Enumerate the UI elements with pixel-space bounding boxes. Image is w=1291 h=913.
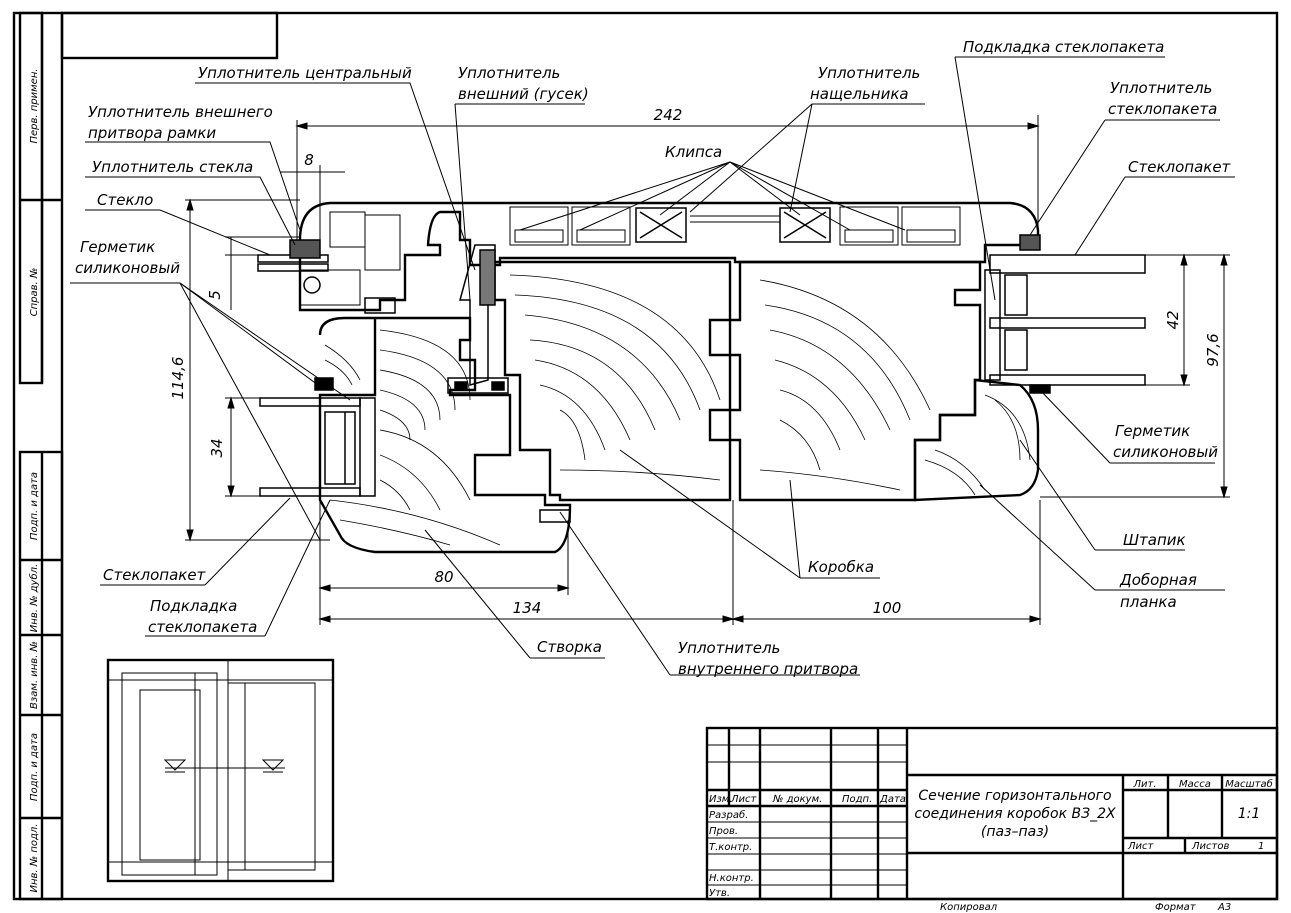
tb-title-line-3: (паз–паз) bbox=[981, 824, 1049, 840]
label-strike-seal-1: Уплотнитель bbox=[818, 64, 920, 82]
glazing-unit-left bbox=[259, 377, 376, 497]
label-bead: Штапик bbox=[1123, 531, 1186, 549]
top-stamp-box bbox=[60, 11, 279, 60]
plank-grain bbox=[924, 394, 1031, 496]
box-grain-right bbox=[759, 279, 931, 491]
sash-wood bbox=[318, 316, 572, 554]
dim-right-width: 100 bbox=[873, 599, 902, 617]
label-glass-seal: Уплотнитель стекла bbox=[92, 158, 253, 176]
tb-row-tkontr: Т.контр. bbox=[709, 842, 752, 853]
inner-seal bbox=[539, 509, 571, 523]
label-glazing-unit-left: Стеклопакет bbox=[103, 566, 207, 584]
side-stamp-top bbox=[18, 11, 62, 385]
stamp-podp-data-2: Подп. и дата bbox=[29, 733, 40, 801]
label-sealant-right-1: Герметик bbox=[1115, 422, 1190, 440]
side-stamp-bottom bbox=[18, 450, 64, 901]
label-glazing-seal-2: стеклопакета bbox=[1108, 100, 1217, 118]
extra-plank bbox=[913, 378, 1040, 502]
drawing-frame bbox=[12, 11, 1279, 901]
label-glazing-seal-1: Уплотнитель bbox=[1110, 79, 1212, 97]
dim-glazing-right: 42 bbox=[1164, 310, 1182, 329]
stamp-perv-primen: Перв. примен. bbox=[29, 68, 40, 143]
tb-title-line-2: соединения коробок ВЗ_2Х bbox=[914, 806, 1116, 822]
label-sealant-left-2: силиконовый bbox=[75, 259, 180, 277]
tb-mass: Масса bbox=[1179, 779, 1211, 790]
small-glass bbox=[257, 239, 329, 294]
label-inner-seal-2: внутреннего притвора bbox=[678, 660, 858, 678]
label-extra-plank-2: планка bbox=[1120, 593, 1177, 611]
tb-col-doc: № докум. bbox=[772, 794, 822, 805]
stamp-podp-data-1: Подп. и дата bbox=[29, 472, 40, 540]
dim-gap: 8 bbox=[304, 151, 314, 169]
glazing-unit-right bbox=[984, 234, 1146, 394]
label-ext-frame-seal-1: Уплотнитель внешнего bbox=[88, 103, 273, 121]
dim-height-right: 97,6 bbox=[1204, 333, 1222, 366]
label-sealant-left-1: Герметик bbox=[80, 238, 155, 256]
box-wood-right bbox=[708, 260, 982, 502]
tb-row-razrab: Разраб. bbox=[709, 809, 748, 821]
dimension-lines bbox=[185, 115, 1230, 625]
tb-lit: Лит. bbox=[1132, 779, 1156, 790]
tb-row-utv: Утв. bbox=[709, 888, 730, 899]
label-glazing-spacer-left-1: Подкладка bbox=[150, 597, 237, 615]
tb-row-nkontr: Н.контр. bbox=[709, 873, 754, 884]
box-grain-left bbox=[509, 274, 721, 481]
label-sash: Створка bbox=[537, 638, 602, 656]
tb-format: Формат bbox=[1155, 902, 1197, 913]
label-extra-plank-1: Доборная bbox=[1119, 571, 1197, 589]
box-wood-left bbox=[486, 260, 732, 502]
tb-format-value: А3 bbox=[1217, 902, 1231, 913]
tb-scale-header: Масштаб bbox=[1225, 778, 1273, 790]
tb-sheets: Листов bbox=[1191, 841, 1229, 852]
sash-grain bbox=[324, 329, 501, 546]
tb-sheet: Лист bbox=[1127, 841, 1155, 852]
central-seal bbox=[447, 244, 509, 394]
tb-col-sign: Подп. bbox=[842, 794, 872, 805]
dim-sash-width: 80 bbox=[434, 568, 453, 586]
stamp-inv-dubl: Инв. № дубл. bbox=[28, 564, 40, 632]
stamp-inv-podl: Инв. № подл. bbox=[29, 824, 40, 893]
top-profile bbox=[298, 201, 1040, 312]
tb-row-prov: Пров. bbox=[709, 826, 738, 837]
label-glazing-unit-right: Стеклопакет bbox=[1128, 158, 1232, 176]
dim-overall-width: 242 bbox=[654, 106, 683, 124]
label-box: Коробка bbox=[808, 558, 874, 576]
key-plan bbox=[106, 658, 335, 883]
title-block bbox=[705, 726, 1279, 901]
label-glass: Стекло bbox=[97, 191, 153, 209]
label-ext-frame-seal-2: притвора рамки bbox=[88, 124, 216, 142]
tb-col-list: Лист bbox=[730, 794, 758, 805]
label-clip: Клипса bbox=[665, 143, 722, 161]
label-glazing-spacer-left-2: стеклопакета bbox=[148, 618, 257, 636]
tb-sheets-count: 1 bbox=[1258, 841, 1264, 852]
sash-seal bbox=[364, 297, 396, 314]
tb-col-izm: Изм. bbox=[709, 794, 733, 805]
label-strike-seal-2: нащельника bbox=[810, 85, 909, 103]
label-outer-seal-2: внешний (гусек) bbox=[458, 85, 589, 103]
leader-lines bbox=[70, 56, 1235, 676]
label-outer-seal-1: Уплотнитель bbox=[458, 64, 560, 82]
label-central-seal: Уплотнитель центральный bbox=[198, 64, 412, 82]
dim-left-width: 134 bbox=[513, 599, 542, 617]
cross-section bbox=[257, 201, 1146, 554]
profile-chambers bbox=[299, 206, 961, 306]
label-sealant-right-2: силиконовый bbox=[1113, 443, 1218, 461]
stamp-sprav: Справ. № bbox=[29, 268, 40, 317]
dim-height-left: 114,6 bbox=[169, 357, 187, 400]
tb-col-date: Дата bbox=[879, 794, 906, 805]
dim-offset: 5 bbox=[206, 290, 224, 300]
label-glazing-spacer-top: Подкладка стеклопакета bbox=[963, 38, 1164, 56]
stamp-vzam-inv: Взам. инв. № bbox=[29, 641, 40, 709]
tb-title-line-1: Сечение горизонтального bbox=[918, 788, 1111, 804]
tb-copied: Копировал bbox=[940, 902, 998, 913]
tb-scale: 1:1 bbox=[1238, 806, 1261, 822]
label-inner-seal-1: Уплотнитель bbox=[678, 639, 780, 657]
dim-glazing-left: 34 bbox=[208, 438, 226, 457]
clip-shapes bbox=[635, 207, 831, 243]
